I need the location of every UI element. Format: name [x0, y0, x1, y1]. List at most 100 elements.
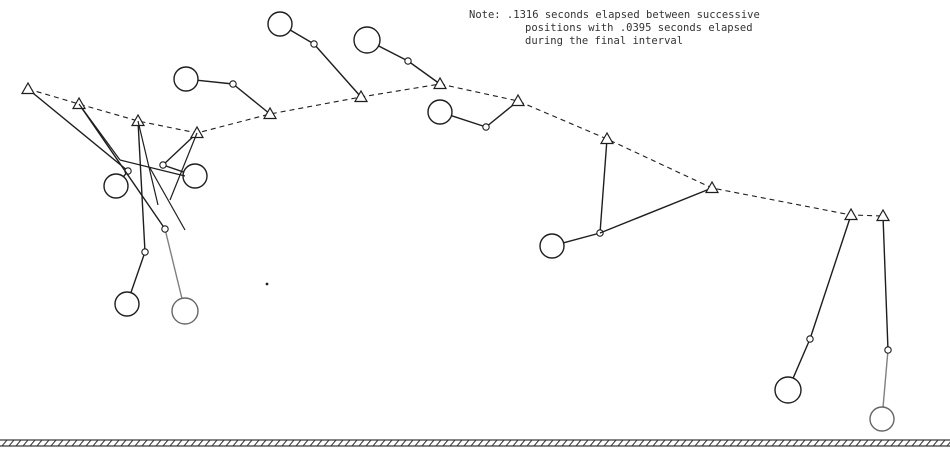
ground-hatch: [204, 439, 211, 447]
lower-segment: [378, 45, 409, 62]
ground-hatch: [778, 439, 785, 447]
ground-hatch: [428, 439, 435, 447]
ground-hatch: [309, 439, 316, 447]
knee-marker: [229, 80, 237, 88]
ground-hatch: [603, 439, 610, 447]
upper-segment: [809, 214, 852, 340]
ground-hatch: [211, 439, 218, 447]
ground-hatch: [379, 439, 386, 447]
ground-hatch: [288, 439, 295, 447]
ground-hatch: [372, 439, 379, 447]
ground-hatch: [554, 439, 561, 447]
ground-hatch: [890, 439, 897, 447]
ground-hatch: [666, 439, 673, 447]
hip-marker: [130, 113, 146, 127]
hip-marker: [704, 180, 720, 194]
foot-marker: [353, 26, 381, 54]
limb-position: [267, 11, 369, 103]
upper-segment: [137, 120, 146, 253]
upper-segment: [27, 88, 129, 172]
upper-segment: [162, 132, 198, 166]
ground-hatch: [645, 439, 652, 447]
note-line-2: positions with .0395 seconds elapsed: [525, 22, 753, 34]
hip-marker: [843, 207, 859, 221]
ground-hatch: [344, 439, 351, 447]
limb-position: [539, 131, 615, 259]
ground-hatch: [855, 439, 862, 447]
ground-hatch: [162, 439, 169, 447]
ground-hatch: [547, 439, 554, 447]
ground-hatch: [414, 439, 421, 447]
ground-hatch: [85, 439, 92, 447]
ground-hatch: [519, 439, 526, 447]
ground-hatch: [526, 439, 533, 447]
limb-position: [427, 93, 526, 131]
hip-marker: [875, 208, 891, 222]
ground-hatch: [785, 439, 792, 447]
ground-hatch: [925, 439, 932, 447]
ground-hatch: [323, 439, 330, 447]
ground-hatch: [337, 439, 344, 447]
ground-hatch: [582, 439, 589, 447]
ground-hatch: [911, 439, 918, 447]
foot-marker: [171, 297, 199, 325]
ground-hatch: [827, 439, 834, 447]
ground-hatch: [638, 439, 645, 447]
ground-hatch: [260, 439, 267, 447]
limb-position: [599, 180, 720, 234]
extra-stroke: [119, 159, 186, 177]
ground-hatch: [813, 439, 820, 447]
upper-segment: [78, 103, 166, 230]
ground-hatch: [365, 439, 372, 447]
ground-hatch: [687, 439, 694, 447]
ground-hatch: [708, 439, 715, 447]
ground-hatch: [64, 439, 71, 447]
foot-marker: [173, 66, 199, 92]
note-line-3: during the final interval: [525, 35, 684, 47]
ground-hatch: [267, 439, 274, 447]
ground-hatch: [722, 439, 729, 447]
ground-hatch: [218, 439, 225, 447]
hip-trajectory: [27, 83, 884, 217]
ground-hatch: [932, 439, 939, 447]
ground-hatch: [505, 439, 512, 447]
ground-hatch: [71, 439, 78, 447]
foot-marker: [869, 406, 895, 432]
knee-marker: [159, 161, 167, 169]
limb-position: [869, 208, 895, 432]
ground-hatch: [29, 439, 36, 447]
trajectory-path: [27, 83, 884, 217]
extra-stroke: [169, 132, 198, 201]
ground-hatch: [715, 439, 722, 447]
ground-hatch: [736, 439, 743, 447]
ground-hatch: [652, 439, 659, 447]
note-line-1: Note: .1316 seconds elapsed between succ…: [469, 9, 760, 21]
ground-hatch: [36, 439, 43, 447]
knee-marker: [482, 123, 490, 131]
foot-marker: [539, 233, 565, 259]
ground-hatch: [862, 439, 869, 447]
ground-hatch: [330, 439, 337, 447]
ground-hatch: [393, 439, 400, 447]
foot-marker: [114, 291, 140, 317]
ground-hatch: [533, 439, 540, 447]
limb-position: [173, 66, 278, 120]
ground-hatch: [771, 439, 778, 447]
ground-hatch: [155, 439, 162, 447]
ground-hatch: [484, 439, 491, 447]
lower-segment: [882, 349, 889, 408]
ground-hatch: [512, 439, 519, 447]
ground-hatch: [351, 439, 358, 447]
ground-hatch: [407, 439, 414, 447]
ground-hatch: [470, 439, 477, 447]
ground-hatch: [1, 439, 8, 447]
ground-hatch: [232, 439, 239, 447]
note-text: Note: .1316 seconds elapsed between succ…: [469, 9, 909, 48]
ground-hatch: [596, 439, 603, 447]
hip-marker: [20, 81, 36, 95]
ground-hatch: [561, 439, 568, 447]
ground-hatch: [477, 439, 484, 447]
knee-marker: [161, 225, 169, 233]
ground-hatch: [176, 439, 183, 447]
